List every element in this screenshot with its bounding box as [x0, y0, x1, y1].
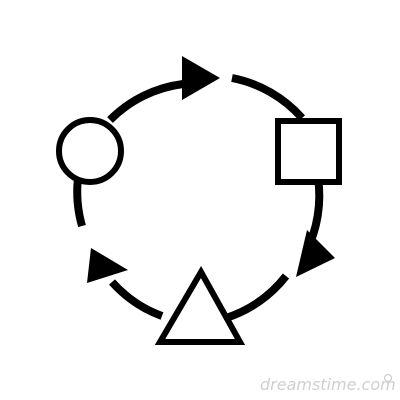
cycle-arc-bottom-left — [109, 279, 164, 320]
cycle-arc-top-left — [107, 80, 184, 123]
watermark-logo: dreamstime.com — [260, 373, 396, 394]
arrow-down-right-icon — [296, 230, 335, 277]
square-node-icon — [275, 118, 342, 185]
watermark-text: dreamstime.com — [260, 375, 396, 394]
triangle-node-icon — [154, 265, 246, 345]
cycle-arc-left — [73, 177, 86, 228]
cycle-arc-top-right — [231, 74, 305, 121]
watermark: dreamstime.com — [256, 370, 400, 400]
cycle-arc-bottom-right — [224, 273, 290, 322]
registered-mark-icon — [383, 373, 393, 383]
circle-node-icon — [56, 117, 124, 185]
arrow-up-left-icon — [87, 248, 128, 283]
arrow-right-icon — [182, 56, 220, 100]
